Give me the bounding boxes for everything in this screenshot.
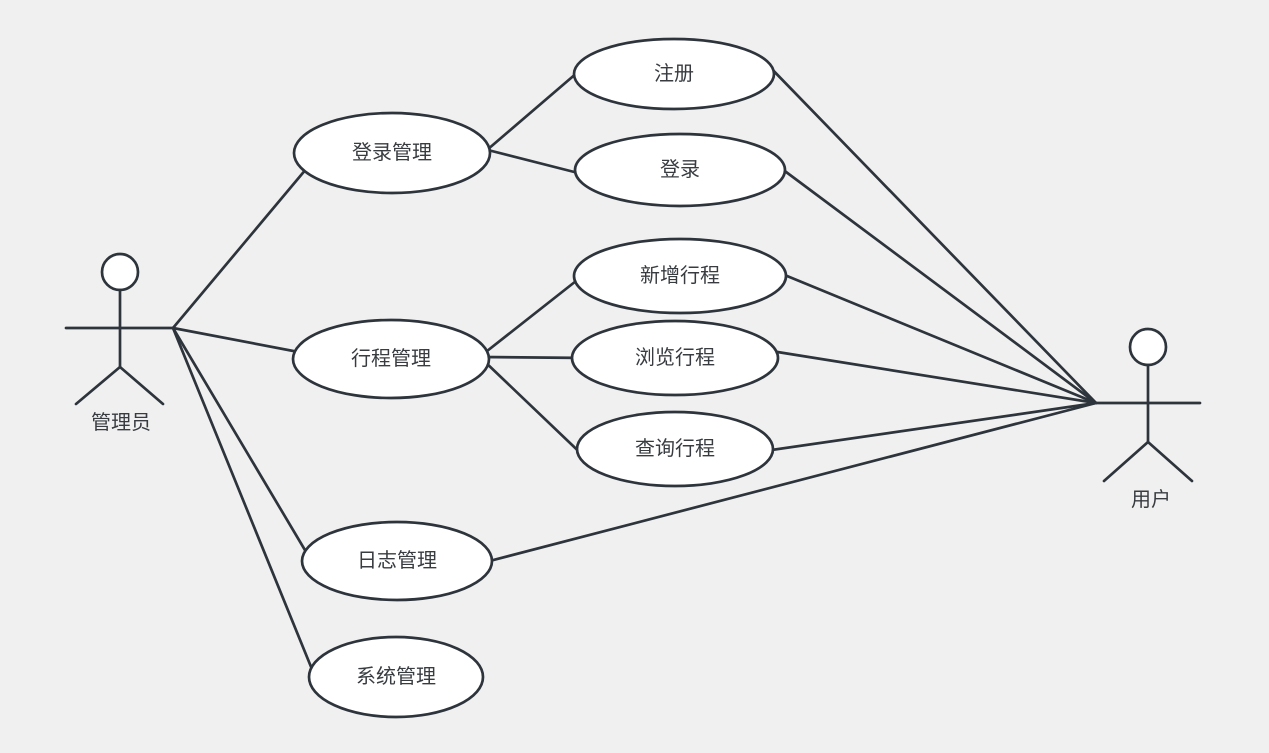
usecase-query-trip-label: 查询行程 — [635, 437, 715, 460]
usecase-system-mgmt: 系统管理 — [307, 635, 485, 719]
connector-browse-trip-user — [763, 348, 1098, 405]
usecase-login-ellipse — [573, 132, 787, 208]
actor-admin: 管理员 — [64, 252, 175, 434]
actor-user-head-icon — [1128, 327, 1168, 367]
connector-admin-login-mgmt — [171, 160, 314, 330]
use-case-nodes: 登录管理 注册 登录 行程管理 新增行程 浏览行程 — [291, 37, 788, 719]
usecase-trip-mgmt-ellipse — [291, 318, 491, 400]
connector-admin-system-mgmt — [171, 326, 320, 686]
connector-add-trip-user — [768, 267, 1098, 405]
usecase-login-mgmt: 登录管理 — [292, 111, 492, 195]
usecase-add-trip-label: 新增行程 — [640, 264, 720, 287]
usecase-login-label: 登录 — [660, 158, 700, 181]
actor-user-leg-left — [1102, 440, 1150, 483]
connector-login-user — [768, 158, 1098, 405]
connector-trip-mgmt-query-trip — [480, 357, 594, 466]
usecase-log-mgmt-label: 日志管理 — [357, 549, 437, 572]
connector-trip-mgmt-add-trip — [480, 268, 592, 357]
actor-admin-leg-left — [74, 365, 122, 406]
connector-query-trip-user — [756, 401, 1098, 454]
usecase-register: 注册 — [572, 37, 776, 111]
usecase-login: 登录 — [573, 132, 787, 208]
actor-admin-head-icon — [100, 252, 140, 292]
connector-admin-log-mgmt — [171, 326, 320, 574]
usecase-register-label: 注册 — [654, 62, 694, 85]
usecase-add-trip-ellipse — [572, 237, 788, 315]
actor-user-leg-right — [1146, 440, 1194, 483]
usecase-query-trip-ellipse — [575, 410, 775, 488]
usecase-browse-trip: 浏览行程 — [570, 319, 780, 397]
usecase-system-mgmt-label: 系统管理 — [356, 665, 436, 688]
usecase-register-ellipse — [572, 37, 776, 111]
usecase-browse-trip-label: 浏览行程 — [635, 346, 715, 369]
actor-admin-label: 管理员 — [91, 411, 151, 434]
actor-admin-leg-right — [118, 365, 165, 406]
usecase-trip-mgmt-label: 行程管理 — [351, 347, 431, 370]
usecase-add-trip: 新增行程 — [572, 237, 788, 315]
connector-lines — [171, 60, 1098, 686]
usecase-login-mgmt-ellipse — [292, 111, 492, 195]
usecase-log-mgmt-ellipse — [300, 520, 494, 602]
actor-user-label: 用户 — [1131, 488, 1171, 511]
connector-login-mgmt-register — [478, 64, 587, 158]
usecase-login-mgmt-label: 登录管理 — [352, 141, 432, 164]
connector-log-mgmt-user — [476, 401, 1098, 566]
connector-login-mgmt-login — [478, 146, 592, 178]
actor-user: 用户 — [1094, 327, 1202, 511]
usecase-system-mgmt-ellipse — [307, 635, 485, 719]
usecase-query-trip: 查询行程 — [575, 410, 775, 488]
connector-register-user — [763, 60, 1098, 405]
usecase-trip-mgmt: 行程管理 — [291, 318, 491, 400]
usecase-log-mgmt: 日志管理 — [300, 520, 494, 602]
usecase-browse-trip-ellipse — [570, 319, 780, 397]
